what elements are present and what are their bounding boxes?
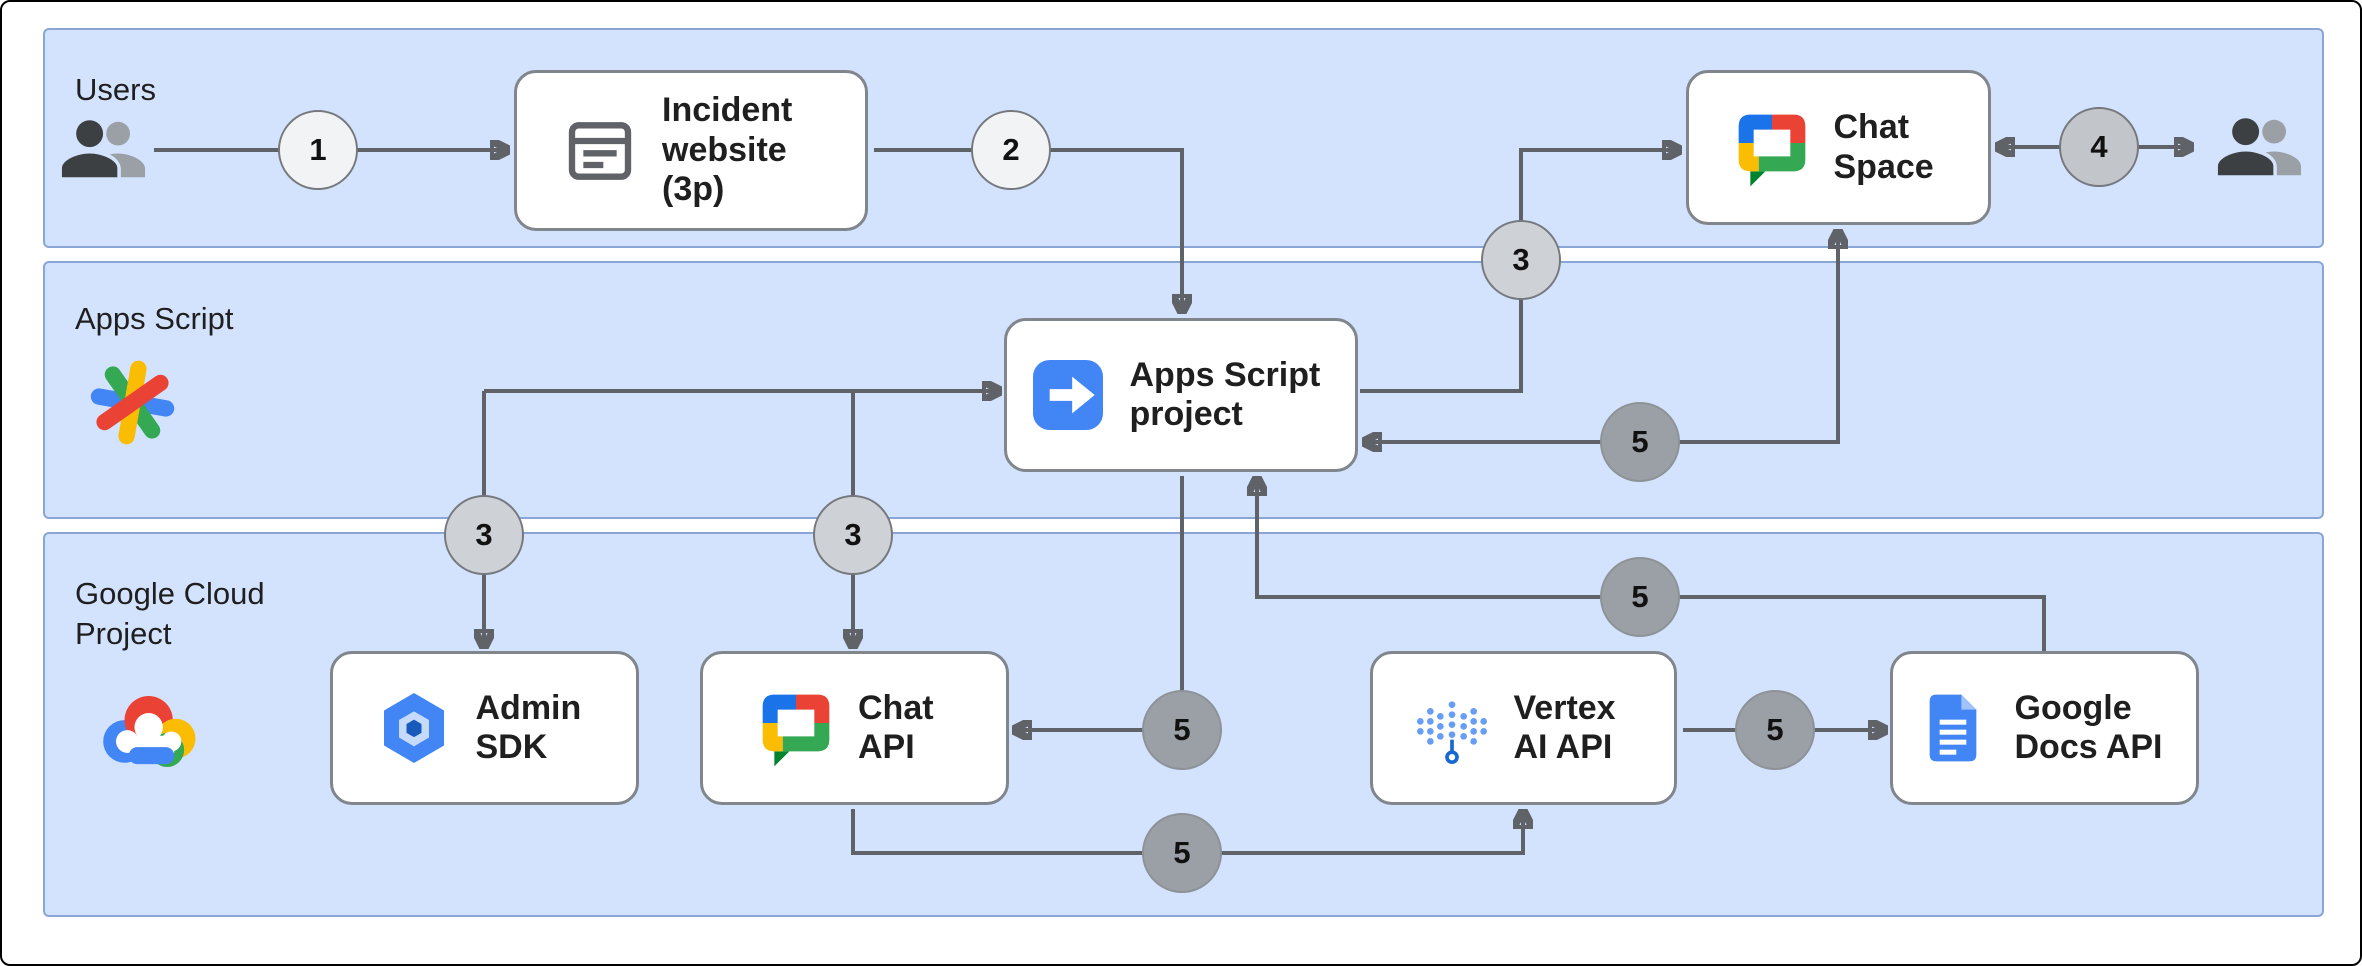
badge-step1: 1 bbox=[278, 110, 358, 190]
lane-users-label: Users bbox=[75, 72, 156, 107]
users-icon-left bbox=[54, 102, 149, 197]
badge-step3-chat-space: 3 bbox=[1481, 220, 1561, 300]
chat-space-label: Chat Space bbox=[1833, 108, 1934, 186]
badge-step5-docs-to-script: 5 bbox=[1600, 557, 1680, 637]
google-chat-icon bbox=[1732, 108, 1812, 188]
webpage-icon bbox=[560, 111, 640, 191]
badge-step4: 4 bbox=[2059, 107, 2139, 187]
apps-script-logo bbox=[85, 355, 180, 450]
admin-sdk-node: Admin SDK bbox=[330, 651, 639, 805]
vertex-ai-api-node: Vertex AI API bbox=[1370, 651, 1677, 805]
apps-script-project-node: Apps Script project bbox=[1004, 318, 1358, 472]
google-cloud-logo bbox=[89, 684, 214, 779]
badge-step2: 2 bbox=[971, 110, 1051, 190]
badge-step5-vertex-to-docs: 5 bbox=[1735, 690, 1815, 770]
badge-step5-script-to-chat-api: 5 bbox=[1142, 690, 1222, 770]
chat-api-label: Chat API bbox=[858, 688, 934, 766]
badge-step3-chat-api: 3 bbox=[813, 495, 893, 575]
admin-sdk-label: Admin SDK bbox=[475, 688, 582, 766]
chat-space-node: Chat Space bbox=[1686, 70, 1991, 225]
users-icon-right bbox=[2210, 100, 2305, 195]
badge-step5-chat-api-to-vertex: 5 bbox=[1142, 813, 1222, 893]
badge-step5-space-to-script: 5 bbox=[1600, 402, 1680, 482]
incident-website-label: Incident website (3p) bbox=[662, 91, 793, 209]
chat-api-node: Chat API bbox=[700, 651, 1009, 805]
apps-script-project-label: Apps Script project bbox=[1129, 355, 1321, 433]
google-admin-hexagon-icon bbox=[374, 688, 454, 768]
google-docs-api-node: Google Docs API bbox=[1890, 651, 2199, 805]
badge-step3-admin-sdk: 3 bbox=[444, 495, 524, 575]
vertex-ai-api-label: Vertex AI API bbox=[1513, 688, 1616, 766]
google-docs-icon bbox=[1913, 688, 1993, 768]
incident-website-node: Incident website (3p) bbox=[514, 70, 868, 231]
vertex-ai-dots-icon bbox=[1412, 688, 1492, 768]
google-docs-api-label: Google Docs API bbox=[2014, 688, 2163, 766]
lane-apps-script-label: Apps Script bbox=[75, 301, 234, 336]
lane-google-cloud-label: Google Cloud Project bbox=[75, 576, 265, 651]
apps-script-arrow-icon bbox=[1028, 355, 1108, 435]
google-chat-icon bbox=[756, 688, 836, 768]
